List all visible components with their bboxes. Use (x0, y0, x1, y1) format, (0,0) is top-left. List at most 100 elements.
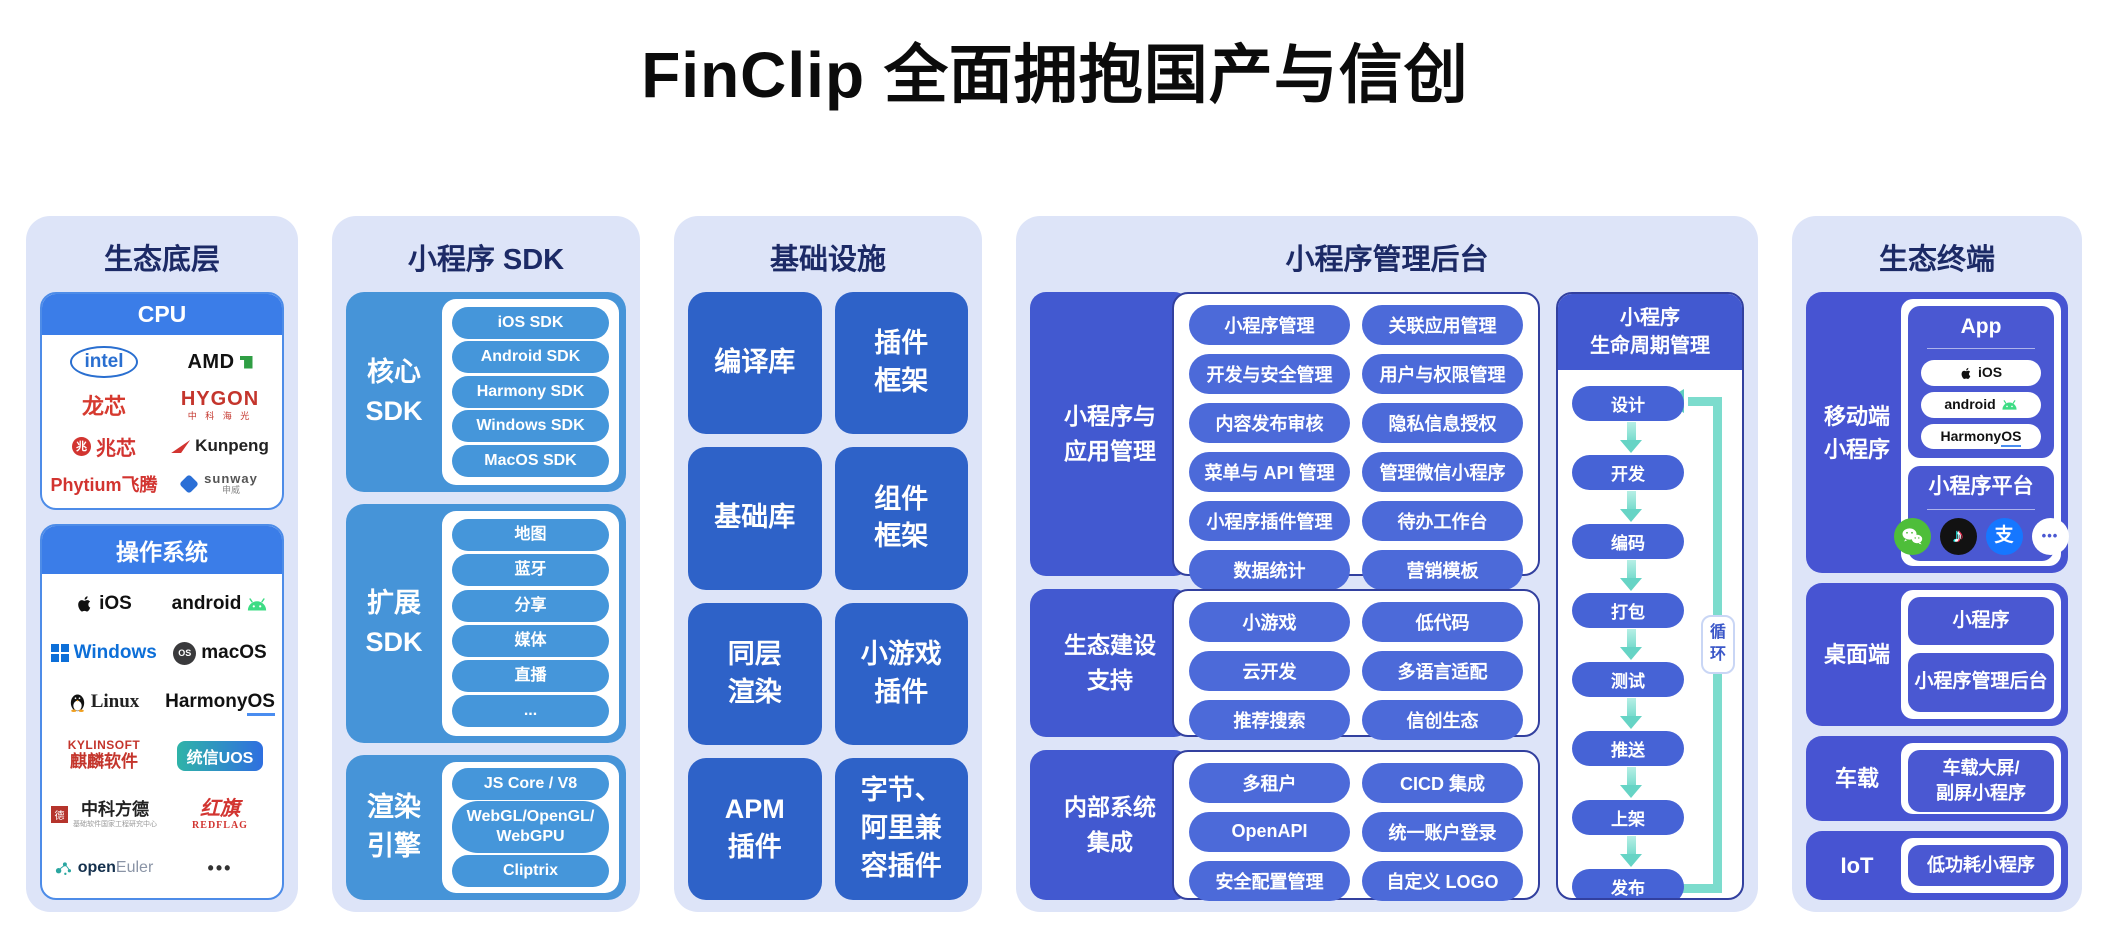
admin-pill: 多租户 (1189, 762, 1350, 803)
infra-tile: 组件 框架 (834, 447, 968, 590)
windows-logo: Windows (51, 642, 157, 664)
ellipsis-icon: ••• (207, 857, 233, 878)
fangde-logo: 德 中科方德 基础软件国家工程研究中心 (51, 801, 157, 828)
redflag-wordmark: 红旗 (200, 798, 240, 821)
mobile-label: 移动端 小程序 (1823, 403, 1890, 462)
admin-pill: 开发与安全管理 (1189, 354, 1350, 394)
admin-pill: 自定义 LOGO (1362, 860, 1523, 901)
terminal-section-iot: IoT 低功耗小程序 (1806, 830, 2068, 900)
loop-badge: 循 环 (1701, 615, 1735, 674)
down-arrow-icon (1620, 697, 1642, 731)
cpu-card: CPU intel AMD 龙芯 HYGON 中 科 海 光 兆 (40, 292, 284, 510)
eco-support-label: 生态建设 支持 (1030, 588, 1190, 737)
sdk-pill: Cliptrix (452, 854, 609, 887)
lifecycle-step: 上架 (1572, 800, 1684, 835)
admin-pill: 云开发 (1189, 650, 1350, 691)
internal-integration-panel: 多租户 CICD 集成 OpenAPI 统一账户登录 安全配置管理 自定义 LO… (1172, 749, 1540, 901)
admin-pill: 待办工作台 (1362, 501, 1523, 541)
vehicle-label: 车载 (1834, 765, 1879, 791)
os-logo-grid: iOS android Windows OS macOS Linux (42, 574, 282, 898)
windows-wordmark: Windows (73, 642, 157, 664)
sdk-pill: Android SDK (452, 341, 609, 374)
sdk-pill: 地图 (452, 518, 609, 551)
column-infra: 基础设施 编译库 插件 框架 基础库 组件 框架 同层 渲染 小游戏 插件 AP… (674, 216, 982, 912)
infra-tile: APM 插件 (688, 757, 822, 900)
android-pill: android (1921, 391, 2041, 418)
app-card-title: App (1960, 315, 2002, 338)
column-terminals: 生态终端 移动端 小程序 App iOS android (1792, 216, 2082, 912)
column-sdk: 小程序 SDK 核心 SDK iOS SDK Android SDK Harmo… (332, 216, 640, 912)
sdk-pill: MacOS SDK (452, 445, 609, 478)
core-sdk-panel: iOS SDK Android SDK Harmony SDK Windows … (442, 299, 619, 485)
infra-tile: 基础库 (688, 447, 822, 590)
admin-section-internal: 内部系统 集成 多租户 CICD 集成 OpenAPI 统一账户登录 安全配置管… (1030, 749, 1540, 901)
macos-icon: OS (173, 641, 197, 665)
ios-logo: iOS (76, 593, 132, 615)
loongson-logo: 龙芯 (82, 389, 126, 421)
zhaoxin-logo: 兆 兆芯 (72, 432, 136, 461)
sdk-pill: 蓝牙 (452, 554, 609, 587)
down-arrow-icon (1620, 421, 1642, 455)
admin-pill: 信创生态 (1362, 699, 1523, 740)
infra-tile: 小游戏 插件 (834, 602, 968, 745)
kylinsoft-subtitle: 麒麟软件 (70, 752, 138, 772)
sdk-group-render: 渲染 引擎 JS Core / V8 WebGL/OpenGL/ WebGPU … (346, 754, 626, 900)
admin-title: 小程序管理后台 (1285, 244, 1489, 276)
openeuler-wordmark: openEuler (77, 859, 154, 877)
android-logo: android (172, 593, 269, 615)
extended-sdk-panel: 地图 蓝牙 分享 媒体 直播 ... (442, 510, 619, 736)
terminal-section-mobile: 移动端 小程序 App iOS android (1806, 292, 2069, 574)
ios-wordmark: iOS (99, 593, 132, 615)
platform-icon-row: ♪ 支 ••• (1893, 517, 2069, 555)
admin-pill: 小程序管理 (1189, 305, 1350, 345)
down-arrow-icon (1620, 628, 1642, 662)
infra-tile: 同层 渲染 (688, 602, 822, 745)
kunpeng-logo: Kunpeng (171, 436, 269, 456)
hygon-logo: HYGON 中 科 海 光 (181, 388, 259, 422)
desktop-miniapp-card: 小程序 (1908, 597, 2054, 646)
amd-mark-icon (239, 355, 253, 369)
penguin-icon (70, 694, 84, 712)
extended-sdk-label: 扩展 SDK (365, 588, 423, 658)
down-arrow-icon (1620, 835, 1642, 869)
harmonyos-pill: HarmonyOS (1921, 423, 2041, 450)
cpu-header: CPU (42, 294, 282, 335)
lifecycle-step: 推送 (1572, 731, 1684, 766)
infra-tile: 插件 框架 (834, 292, 968, 435)
more-os-logo: ••• (208, 858, 233, 879)
intel-logo: intel (70, 346, 138, 378)
vehicle-card: 车载大屏/ 副屏小程序 (1908, 749, 2054, 812)
sdk-pill: Windows SDK (452, 410, 609, 443)
iot-card: 低功耗小程序 (1908, 844, 2054, 886)
lifecycle-step: 开发 (1572, 455, 1684, 490)
apple-icon (78, 596, 91, 612)
down-arrow-icon (1620, 490, 1642, 524)
douyin-icon: ♪ (1939, 517, 1977, 555)
admin-section-apps: 小程序与 应用管理 小程序管理 关联应用管理 开发与安全管理 用户与权限管理 内… (1030, 292, 1540, 590)
iot-label: IoT (1840, 852, 1874, 878)
wechat-icon (1893, 517, 1931, 555)
admin-pill: 用户与权限管理 (1362, 354, 1523, 394)
windows-icon (51, 644, 69, 662)
down-arrow-icon (1620, 766, 1642, 800)
divider (1927, 348, 2035, 350)
terminal-section-desktop: 桌面端 小程序 小程序管理后台 (1806, 583, 2068, 726)
sdk-groups: 核心 SDK iOS SDK Android SDK Harmony SDK W… (346, 292, 626, 900)
hygon-wordmark: HYGON (180, 388, 260, 411)
apps-management-panel: 小程序管理 关联应用管理 开发与安全管理 用户与权限管理 内容发布审核 隐私信息… (1172, 292, 1540, 590)
column-admin: 小程序管理后台 小程序与 应用管理 小程序管理 关联应用管理 开发与安全管理 用… (1016, 216, 1758, 912)
sdk-pill: iOS SDK (452, 306, 609, 339)
admin-pill: 多语言适配 (1362, 650, 1523, 691)
amd-logo: AMD (187, 351, 253, 374)
sdk-group-core: 核心 SDK iOS SDK Android SDK Harmony SDK W… (346, 292, 626, 492)
loop-line-bottom (1676, 884, 1722, 893)
apps-management-label: 小程序与 应用管理 (1030, 292, 1190, 576)
sunway-logo: sunway 申威 (179, 471, 258, 496)
more-platforms-icon: ••• (2031, 517, 2069, 555)
zhaoxin-wordmark: 兆芯 (96, 437, 136, 460)
sunway-subtitle: 申威 (221, 485, 240, 496)
admin-pill: 统一账户登录 (1362, 811, 1523, 852)
diagram-board: 生态底层 CPU intel AMD 龙芯 HYGON 中 科 海 光 (0, 216, 2110, 912)
terminals-title: 生态终端 (1878, 244, 1995, 276)
uos-wordmark: 统信UOS (176, 740, 264, 771)
